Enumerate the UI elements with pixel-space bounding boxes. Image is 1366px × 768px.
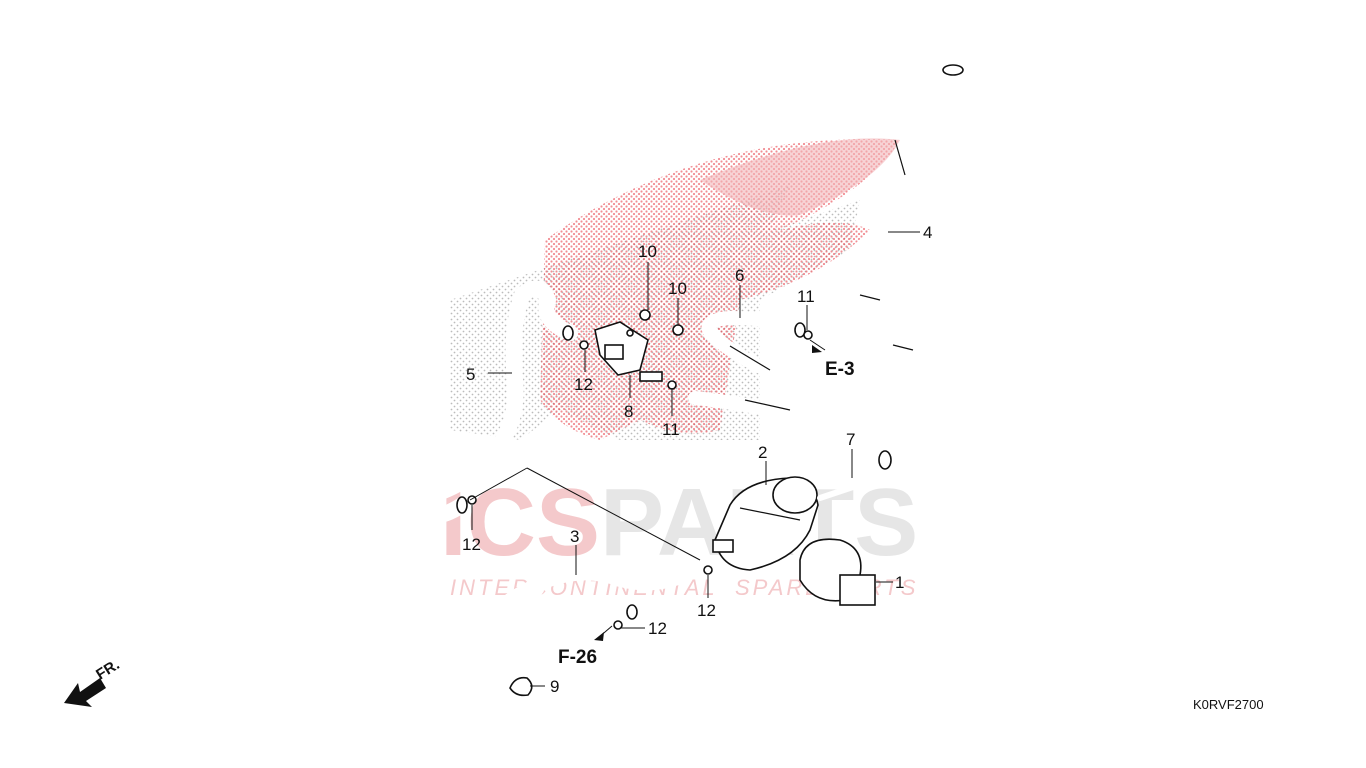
hose-6 [688,311,810,418]
arrow-front-icon [64,678,106,707]
hose-5 [407,280,578,525]
callout-2: 2 [758,443,767,462]
callout-11a: 11 [797,287,815,306]
callout-1: 1 [895,573,904,592]
callout-6: 6 [735,266,744,285]
ref-f26-arrow-icon [594,632,604,641]
part-7-tube [817,475,883,501]
ref-e3-arrow-icon [812,345,822,353]
hose-3 [454,563,702,681]
callout-11b: 11 [662,420,680,439]
callout-12c: 12 [697,601,716,620]
leader-lines [469,231,920,687]
front-label: FR. [93,656,123,683]
hose-4 [859,64,964,470]
callout-8: 8 [624,402,633,421]
front-direction: FR. [64,656,123,707]
part-1-band [799,538,876,606]
part-8-valve [594,321,663,382]
callout-4: 4 [923,223,932,242]
callout-12b: 12 [462,535,481,554]
ref-e3-label: E-3 [825,359,855,380]
callout-12a: 12 [574,375,593,394]
callout-3: 3 [570,527,579,546]
callouts: 1 2 3 4 5 6 7 8 9 10 10 11 11 12 12 12 1… [462,223,932,696]
callout-5: 5 [466,365,475,384]
callout-7: 7 [846,430,855,449]
references: E-3 F-26 [558,345,855,668]
callout-9: 9 [550,677,559,696]
part-9-fastener [509,676,533,697]
diagram-code: K0RVF2700 [1193,697,1264,712]
part-2-canister [712,476,819,571]
clips [467,309,813,697]
callout-10b: 10 [668,279,687,298]
ref-f26-label: F-26 [558,647,597,668]
wing-logo-red-solid [700,138,900,216]
callout-10a: 10 [638,242,657,261]
callout-12d: 12 [648,619,667,638]
